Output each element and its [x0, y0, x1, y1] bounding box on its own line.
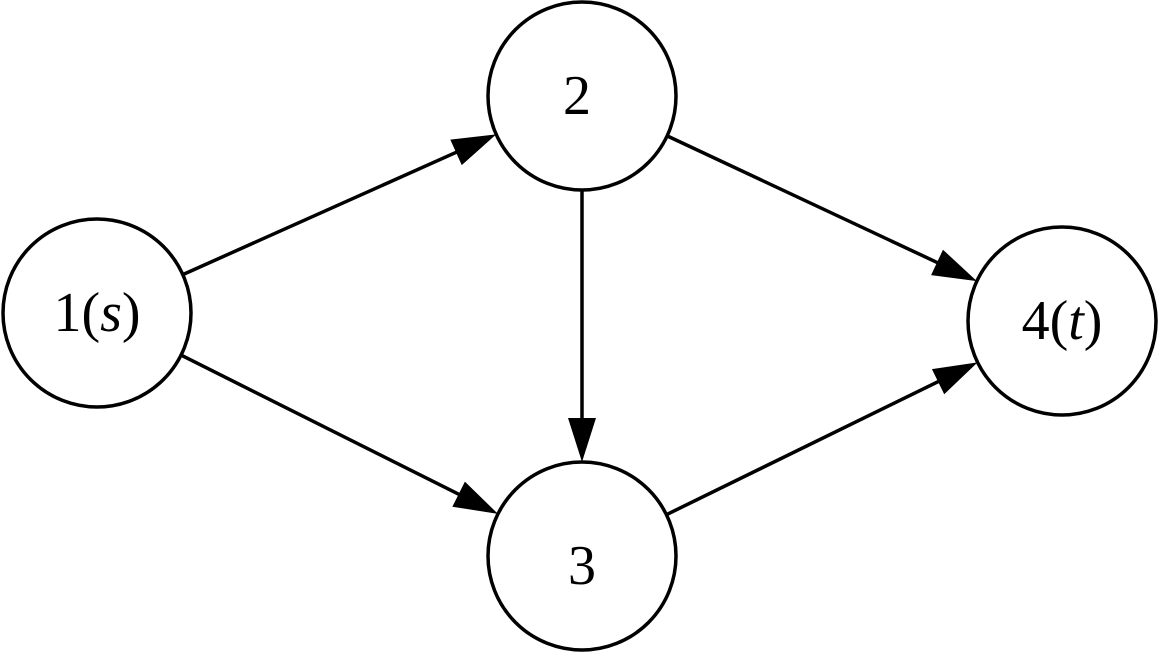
node-label-num: 1 — [53, 282, 81, 344]
node-label-num: 4 — [1022, 290, 1050, 352]
edge-line — [182, 149, 459, 277]
node-label-num: 3 — [568, 535, 596, 597]
edge-n2-n3 — [568, 190, 596, 462]
edge-line — [180, 353, 462, 497]
edge-n2-n4 — [666, 134, 977, 282]
node-circle — [486, 0, 678, 192]
arrowhead — [450, 134, 497, 166]
node-3: 3 — [486, 460, 678, 652]
arrowhead — [568, 418, 596, 462]
edge-n1-n3 — [180, 353, 498, 514]
arrowhead — [931, 362, 978, 395]
node-label-close: ) — [1084, 290, 1103, 352]
node-label-var: t — [1068, 290, 1085, 352]
edge-n1-n2 — [182, 134, 497, 277]
node-label-open: ( — [1050, 290, 1069, 352]
node-circle — [966, 225, 1158, 417]
node-circle — [1, 217, 193, 409]
node-label: 4(t) — [1022, 290, 1103, 352]
edge-line — [666, 134, 940, 265]
node-2: 2 — [486, 0, 678, 192]
edges — [180, 134, 978, 517]
arrowhead — [931, 249, 977, 282]
node-label: 3 — [568, 535, 596, 597]
node-1: 1(s) — [1, 217, 193, 409]
node-label: 1(s) — [53, 282, 140, 344]
node-4: 4(t) — [966, 225, 1158, 417]
node-label-close: ) — [122, 282, 141, 344]
edge-n3-n4 — [665, 362, 978, 517]
arrowhead — [452, 481, 498, 514]
node-circle — [486, 460, 678, 652]
edge-line — [665, 379, 941, 517]
node-label-open: ( — [81, 282, 100, 344]
node-label: 2 — [563, 65, 591, 127]
node-label-num: 2 — [563, 65, 591, 127]
node-label-var: s — [100, 282, 122, 344]
